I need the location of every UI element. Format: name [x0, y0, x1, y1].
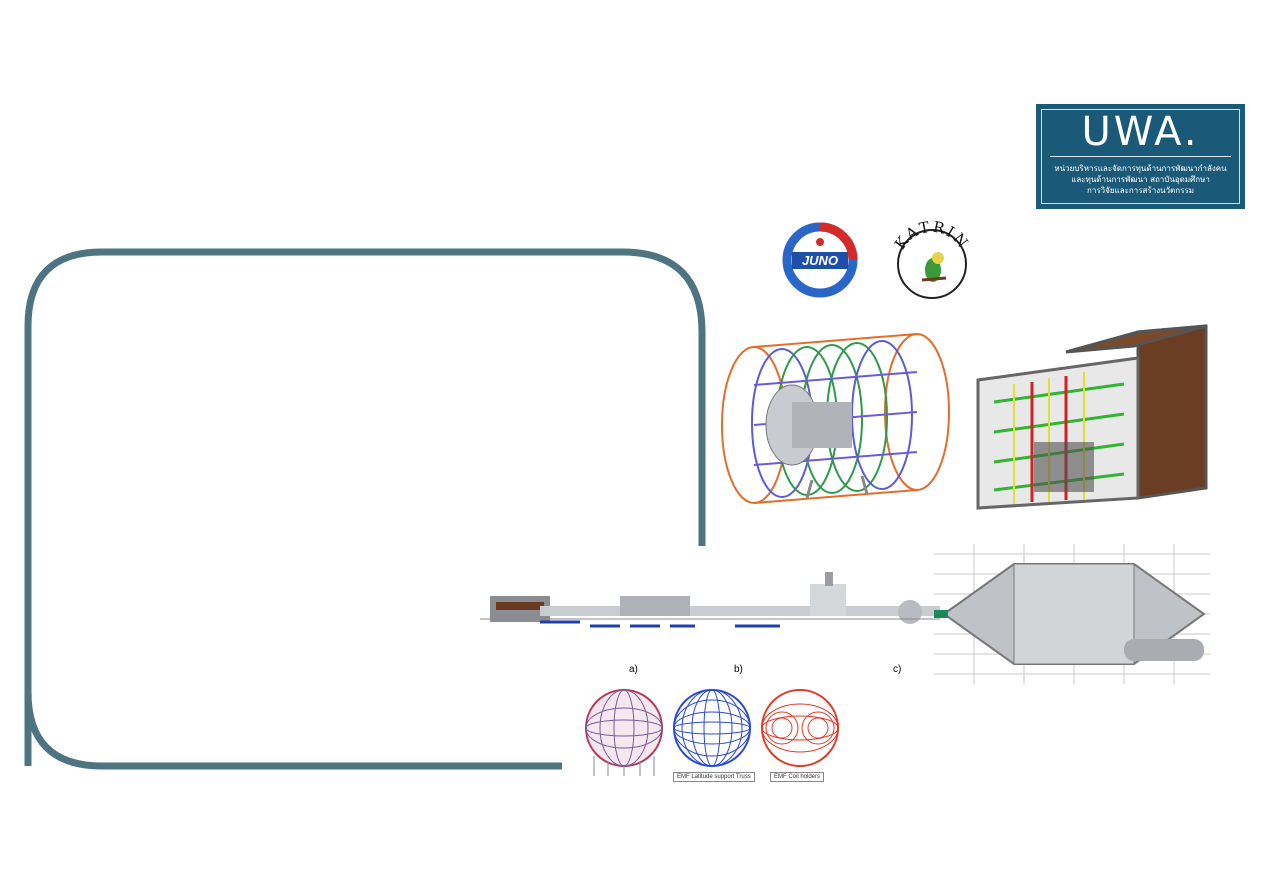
katrin-logo: KATRIN — [891, 220, 971, 299]
caption-coil-holders: EMF Coil holders — [770, 772, 825, 782]
sphere-truss-render — [585, 689, 663, 776]
sphere-latitude-render — [673, 689, 751, 767]
label-c: c) — [893, 664, 902, 675]
cubic-coil-render — [976, 324, 1208, 510]
juno-text: JUNO — [802, 253, 838, 268]
agency-logo: UWA. หน่วยบริหารและจัดการทุนด้านการพัฒนา… — [1036, 104, 1245, 209]
beamline-render — [480, 572, 940, 628]
caption-latitude-truss: EMF Latitude support Truss — [673, 772, 755, 782]
label-b: b) — [734, 664, 743, 675]
spectrometer-render — [934, 544, 1210, 684]
sphere-coil-render — [761, 689, 839, 767]
logo-line-2: และทุนด้านการพัฒนา สถาบันอุดมศึกษา — [1071, 175, 1210, 184]
label-a: a) — [629, 664, 638, 675]
logo-line-1: หน่วยบริหารและจัดการทุนด้านการพัฒนากำลัง… — [1054, 164, 1227, 173]
content-frame — [24, 248, 706, 770]
cylinder-coil-render — [721, 333, 950, 504]
juno-logo: JUNO — [782, 222, 858, 298]
logo-line-3: การวิจัยและการสร้างนวัตกรรม — [1087, 186, 1194, 195]
logo-title: UWA. — [1081, 109, 1200, 155]
